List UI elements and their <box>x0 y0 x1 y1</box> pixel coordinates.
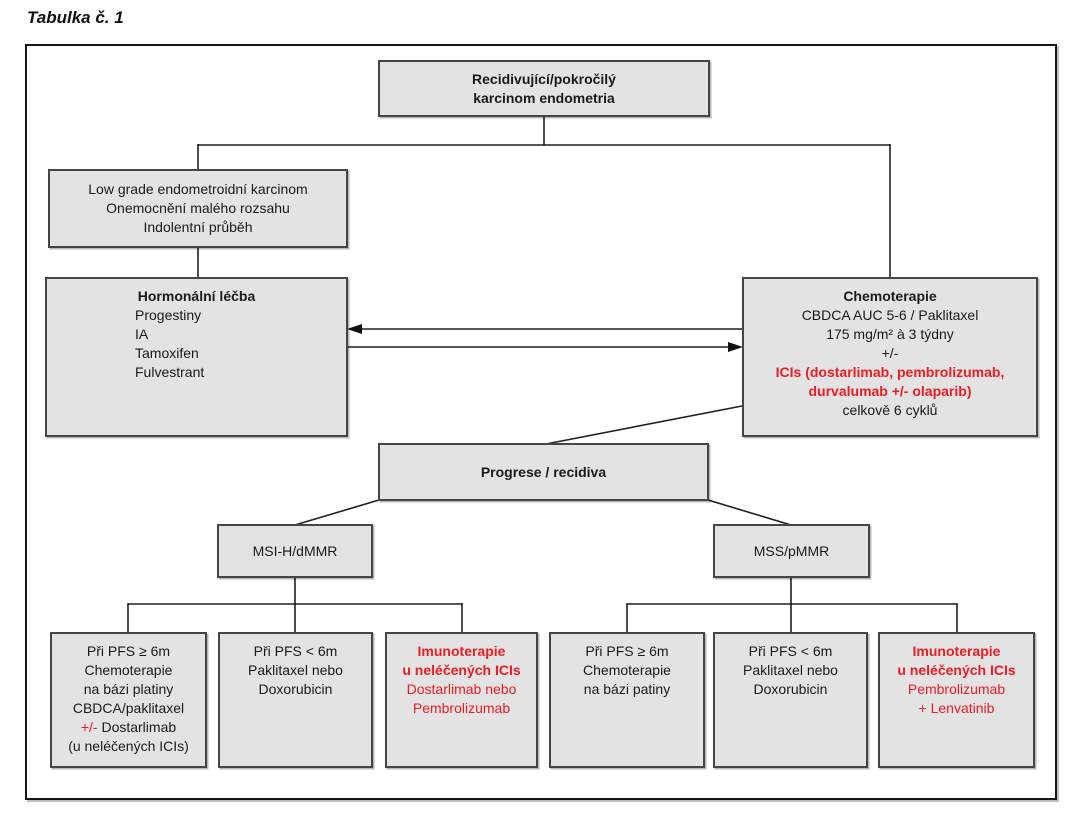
text-line: CBDCA/paklitaxel <box>72 700 185 716</box>
text-line: Dostarlimab nebo <box>406 681 517 697</box>
text-line: MSI-H/dMMR <box>252 542 338 559</box>
text-line: na bázi platiny <box>83 681 174 697</box>
icis-text-line: ICIs (dostarlimab, pembrolizumab, <box>775 364 1005 380</box>
diagram-frame <box>25 44 1057 800</box>
msi-h-dmmr-box: MSI-H/dMMR <box>217 524 373 578</box>
text-line: +/- <box>881 345 899 361</box>
box-title: Hormonální léčba <box>137 288 256 304</box>
text-line: u neléčených ICIs <box>897 662 1016 678</box>
text-line: Pembrolizumab <box>907 681 1006 697</box>
text-line: (u neléčených ICIs) <box>68 738 189 754</box>
text-line: Paklitaxel nebo <box>743 662 838 678</box>
text-line: Imunoterapie <box>417 643 506 659</box>
dostarlimab-text: Dostarlimab <box>97 719 177 735</box>
text-line: Pembrolizumab <box>412 700 511 716</box>
progression-recurrence-box: Progrese / recidiva <box>378 443 709 501</box>
mss-pmmr-box: MSS/pMMR <box>713 524 870 578</box>
mss-pfs-ge6m-box: Při PFS ≥ 6m Chemoterapie na bázi patiny <box>549 632 705 768</box>
box-title: Chemoterapie <box>843 288 937 304</box>
text-line: Při PFS ≥ 6m <box>585 643 669 659</box>
text-line: Indolentní průběh <box>143 219 253 235</box>
text-line: Doxorubicin <box>258 681 333 697</box>
recurrent-advanced-carcinoma-box: Recidivující/pokročilý karcinom endometr… <box>378 60 710 117</box>
msi-pfs-ge6m-box: Při PFS ≥ 6m Chemoterapie na bázi platin… <box>50 632 207 768</box>
text-line: Doxorubicin <box>753 681 828 697</box>
text-line: Low grade endometroidní karcinom <box>88 181 308 197</box>
msi-immunotherapy-box: Imunoterapie u neléčených ICIs Dostarlim… <box>385 632 538 768</box>
hormonal-therapy-box: Hormonální léčba Progestiny IA Tamoxifen… <box>45 277 348 437</box>
text-line: Recidivující/pokročilý <box>472 70 616 87</box>
text-line: karcinom endometria <box>473 89 615 106</box>
text-line: Progrese / recidiva <box>480 463 607 480</box>
text-line: celkově 6 cyklů <box>842 402 938 418</box>
mss-immunotherapy-box: Imunoterapie u neléčených ICIs Pembroliz… <box>878 632 1035 768</box>
text-line: CBDCA AUC 5-6 / Paklitaxel <box>801 307 979 323</box>
text-line: +/- Dostarlimab <box>52 718 205 737</box>
text-line: MSS/pMMR <box>753 542 830 559</box>
text-line: Chemoterapie <box>583 662 671 678</box>
text-line: u neléčených ICIs <box>402 662 521 678</box>
msi-pfs-lt6m-box: Při PFS < 6m Paklitaxel nebo Doxorubicin <box>218 632 373 768</box>
text-line: + Lenvatinib <box>918 700 995 716</box>
text-line: Chemoterapie <box>84 662 173 678</box>
figure-title: Tabulka č. 1 <box>27 8 124 27</box>
text-line: Při PFS < 6m <box>253 643 338 659</box>
text-line: na bázi patiny <box>583 681 671 697</box>
low-grade-criteria-box: Low grade endometroidní karcinom Onemocn… <box>48 169 348 248</box>
text-line: Imunoterapie <box>912 643 1001 659</box>
icis-text-line: durvalumab +/- olaparib) <box>808 383 972 399</box>
text-line: 175 mg/m² à 3 týdny <box>826 326 954 342</box>
text-line: Progestiny <box>135 307 202 323</box>
text-line: IA <box>135 326 149 342</box>
plus-minus-red: +/- <box>80 719 98 735</box>
text-line: Při PFS ≥ 6m <box>86 643 171 659</box>
chemotherapy-box: Chemoterapie CBDCA AUC 5-6 / Paklitaxel … <box>742 277 1038 437</box>
text-line: Paklitaxel nebo <box>248 662 343 678</box>
text-line: Tamoxifen <box>135 345 199 361</box>
mss-pfs-lt6m-box: Při PFS < 6m Paklitaxel nebo Doxorubicin <box>713 632 868 768</box>
text-line: Onemocnění malého rozsahu <box>106 200 290 216</box>
text-line: Při PFS < 6m <box>748 643 833 659</box>
text-line: Fulvestrant <box>135 364 205 380</box>
